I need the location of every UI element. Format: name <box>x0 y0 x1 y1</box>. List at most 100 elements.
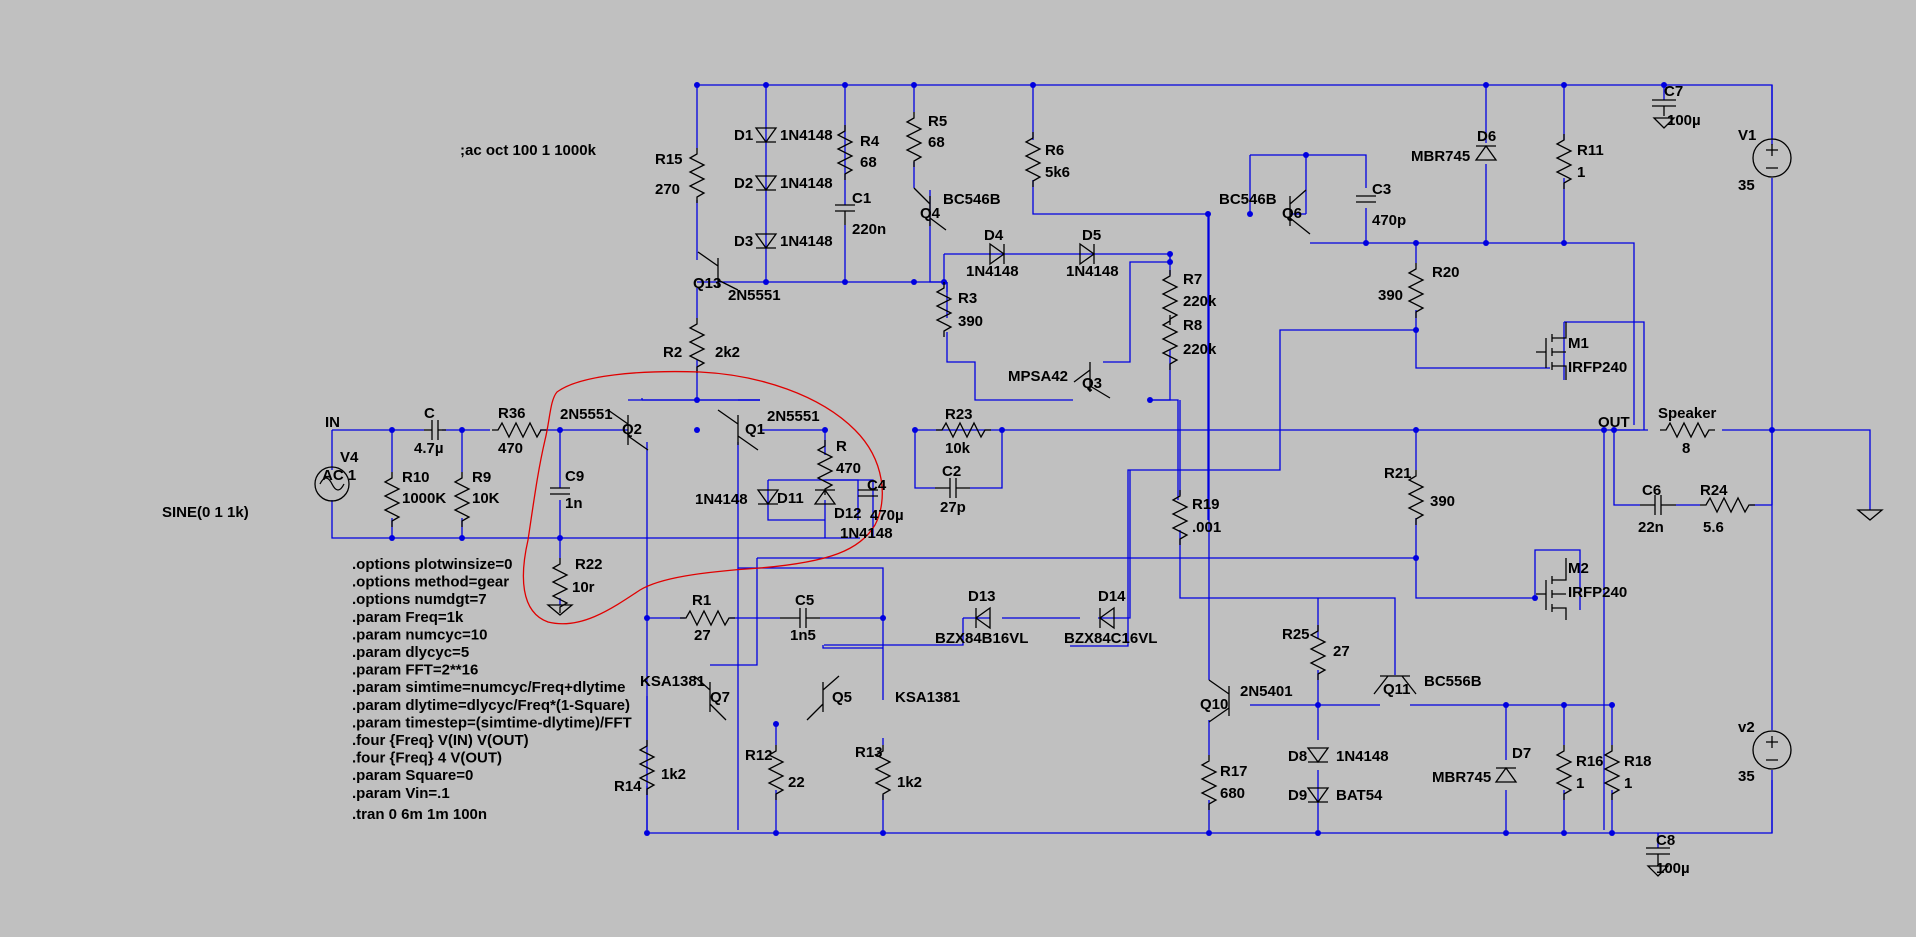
junction-dot <box>1561 830 1567 836</box>
junction-dot <box>1303 152 1309 158</box>
directive-line: .param simtime=numcyc/Freq+dlytime <box>352 679 625 696</box>
value-r16: 1 <box>1576 775 1584 792</box>
junction-dot <box>880 830 886 836</box>
junction-dot <box>1413 555 1419 561</box>
resistor-r15 <box>689 147 705 204</box>
label-d12: D12 <box>834 505 862 522</box>
label-d4: D4 <box>984 227 1004 244</box>
net-label-out: OUT <box>1598 414 1630 431</box>
label-d1: D1 <box>734 127 753 144</box>
label-q5: Q5 <box>832 689 852 706</box>
junction-dot <box>1315 830 1321 836</box>
junction-dot <box>1247 211 1253 217</box>
capacitor-c9 <box>550 487 570 495</box>
transistor-q3 <box>1073 362 1111 399</box>
label-r2: R2 <box>663 344 682 361</box>
value-r9: 10K <box>472 490 500 507</box>
diode-d12 <box>813 488 837 505</box>
label-c1: C1 <box>852 190 871 207</box>
junction-dot <box>1483 240 1489 246</box>
directive-line: .param Freq=1k <box>352 609 464 626</box>
junction-dot <box>911 279 917 285</box>
junction-dot <box>1561 702 1567 708</box>
label-c5: C5 <box>795 592 814 609</box>
tran-directive: .tran 0 6m 1m 100n <box>352 806 487 823</box>
transistor-q2 <box>607 409 649 451</box>
junction-dot <box>644 615 650 621</box>
diode-d9 <box>1306 787 1330 804</box>
label-r7: R7 <box>1183 271 1202 288</box>
label-r11: R11 <box>1577 142 1604 159</box>
label-d6: D6 <box>1477 128 1496 145</box>
directive-line: .param Vin=.1 <box>352 785 450 802</box>
junction-dot <box>459 427 465 433</box>
voltage-source-v2 <box>1752 730 1792 770</box>
label-d8: D8 <box>1288 748 1307 765</box>
junction-dot <box>1147 397 1153 403</box>
junction-dot <box>822 427 828 433</box>
label-d14: D14 <box>1098 588 1126 605</box>
label-r1: R1 <box>692 592 711 609</box>
value-r5: 68 <box>928 134 945 151</box>
label-r10: R10 <box>402 469 430 486</box>
value-q13: 2N5551 <box>728 287 781 304</box>
junction-dot <box>763 279 769 285</box>
value-q10: 2N5401 <box>1240 683 1293 700</box>
value-c6: 22n <box>1638 519 1664 536</box>
resistor-r3 <box>936 281 952 338</box>
value-q11: BC556B <box>1424 673 1482 690</box>
value-r12: 22 <box>788 774 805 791</box>
value-q5: KSA1381 <box>895 689 960 706</box>
junction-dot <box>557 535 563 541</box>
label-r5: R5 <box>928 113 947 130</box>
value-d12: 1N4148 <box>840 525 893 542</box>
value-q6: BC546B <box>1219 191 1277 208</box>
label-r18: R18 <box>1624 753 1652 770</box>
value-r4: 68 <box>860 154 877 171</box>
value-c: 4.7µ <box>414 440 444 457</box>
label-q2: Q2 <box>622 421 642 438</box>
capacitor-c3 <box>1356 195 1376 203</box>
junction-dot <box>1413 240 1419 246</box>
junction-dot <box>1206 830 1212 836</box>
label-r22: R22 <box>575 556 603 573</box>
junction-dot <box>694 427 700 433</box>
junction-dot <box>1769 427 1775 433</box>
capacitor-c8 <box>1646 847 1670 877</box>
diode-d4 <box>989 242 1006 266</box>
junction-dot <box>1503 830 1509 836</box>
value-r10: 1000K <box>402 490 446 507</box>
value-c8: 100µ <box>1656 860 1690 877</box>
junction-dot <box>842 82 848 88</box>
label-r14: R14 <box>614 778 642 795</box>
label-c9: C9 <box>565 468 584 485</box>
junction-dot <box>1661 82 1667 88</box>
value-c1: 220n <box>852 221 886 238</box>
directive-line: .options method=gear <box>352 574 509 591</box>
directive-line: .param dlycyc=5 <box>352 644 469 661</box>
label-q1: Q1 <box>745 421 765 438</box>
resistor-r36 <box>491 422 548 438</box>
label-v2: v2 <box>1738 719 1755 736</box>
transistor-q6 <box>1289 189 1311 235</box>
label-q6: Q6 <box>1282 205 1302 222</box>
diode-d2 <box>754 175 778 192</box>
value-v1: 35 <box>1738 177 1755 194</box>
value-speaker: 8 <box>1682 440 1690 457</box>
junction-dot <box>1561 82 1567 88</box>
junction-dot <box>912 427 918 433</box>
junction-dot <box>1609 702 1615 708</box>
label-r36: R36 <box>498 405 526 422</box>
value-d11: 1N4148 <box>695 491 748 508</box>
transistor-q1 <box>717 409 759 451</box>
junction-dot <box>694 397 700 403</box>
label-r13: R13 <box>855 744 883 761</box>
transistor-q7 <box>693 675 727 721</box>
label-c2: C2 <box>942 463 961 480</box>
transistor-q13 <box>697 251 739 291</box>
junction-dot <box>1609 830 1615 836</box>
junction-dot <box>880 615 886 621</box>
label-speaker: Speaker <box>1658 405 1717 422</box>
value-r1: 27 <box>694 627 711 644</box>
